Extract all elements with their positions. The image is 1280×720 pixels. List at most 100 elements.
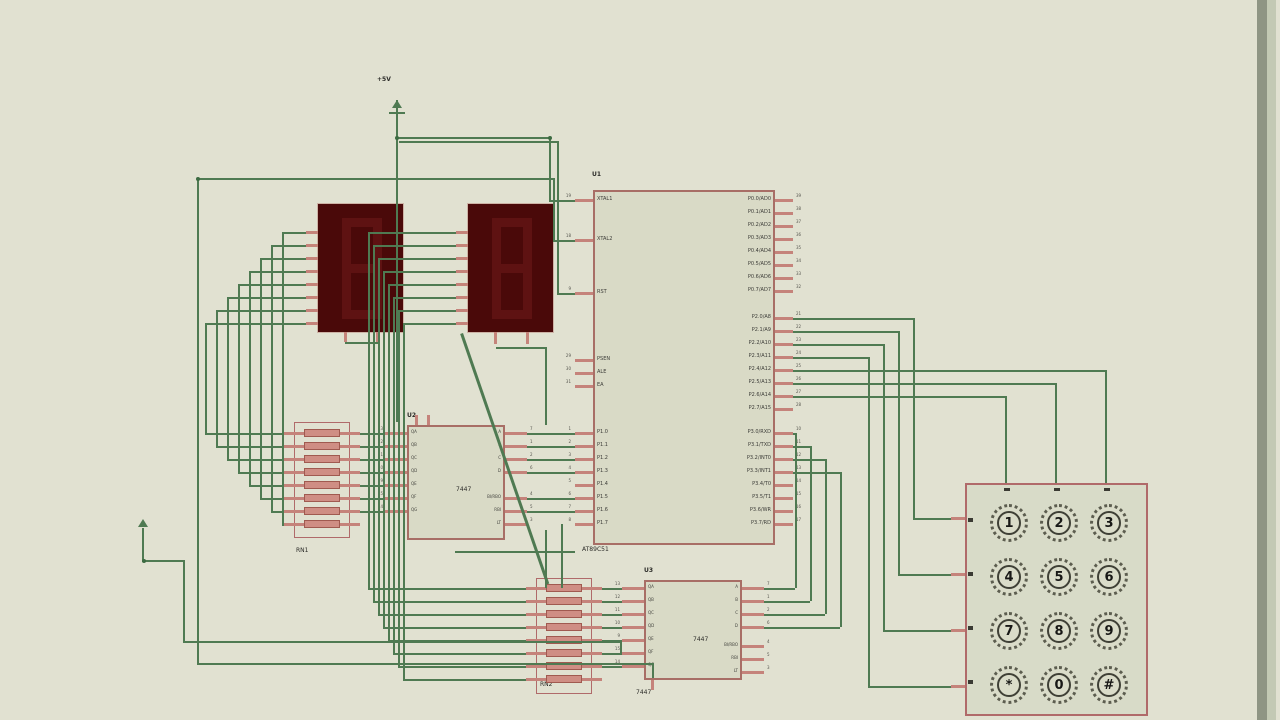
- decoder-1-body[interactable]: [407, 425, 505, 540]
- keypad-key-7[interactable]: 7: [990, 612, 1028, 650]
- wire: [764, 614, 825, 616]
- decoder-2-body[interactable]: [644, 580, 742, 680]
- resistor[interactable]: [546, 584, 582, 592]
- wire: [368, 588, 526, 590]
- resistor[interactable]: [304, 507, 340, 515]
- decoder-pin-number: 3: [530, 517, 533, 522]
- pin-stub: [385, 484, 407, 487]
- mcu-pin-number: 9: [568, 286, 571, 291]
- wire: [398, 310, 400, 666]
- wire: [793, 396, 1005, 398]
- mcu-pin-label: P2.0/A8: [751, 314, 771, 320]
- mcu-pin-number: 34: [796, 258, 802, 263]
- keypad-key-1[interactable]: 1: [990, 504, 1028, 542]
- wire: [403, 679, 526, 681]
- keypad-row-marker: [968, 572, 973, 576]
- keypad-column-marker: [1104, 488, 1110, 491]
- pin-stub: [775, 330, 793, 333]
- mcu-pin-label: P1.5: [597, 494, 608, 500]
- resistor[interactable]: [304, 468, 340, 476]
- pin-stub: [575, 385, 593, 388]
- resistor[interactable]: [546, 610, 582, 618]
- pin-stub: [284, 471, 304, 474]
- window-edge-light-stripe[interactable]: [1267, 0, 1276, 720]
- keypad-key-star[interactable]: *: [990, 666, 1028, 704]
- mcu-pin-number: 23: [796, 337, 802, 342]
- wire: [238, 284, 306, 286]
- decoder-2-ref: U3: [644, 567, 654, 574]
- mcu-pin-label: P2.4/A12: [748, 366, 771, 372]
- pin-stub: [582, 665, 602, 668]
- resistor[interactable]: [546, 675, 582, 683]
- mcu-pin-number: 37: [796, 219, 802, 224]
- keypad-key-8[interactable]: 8: [1040, 612, 1078, 650]
- keypad-key-5[interactable]: 5: [1040, 558, 1078, 596]
- pin-stub: [340, 484, 360, 487]
- keypad-key-9[interactable]: 9: [1090, 612, 1128, 650]
- resistor[interactable]: [546, 649, 582, 657]
- pin-stub: [284, 432, 304, 435]
- pin-stub: [306, 257, 318, 260]
- resistor[interactable]: [304, 455, 340, 463]
- wire: [360, 511, 385, 513]
- resistor[interactable]: [304, 429, 340, 437]
- wire: [652, 663, 654, 678]
- mcu-pin-number: 30: [565, 366, 571, 371]
- pin-stub: [622, 587, 644, 590]
- resistor[interactable]: [546, 597, 582, 605]
- resistor[interactable]: [304, 481, 340, 489]
- resistor[interactable]: [546, 636, 582, 644]
- keypad-key-hash[interactable]: #: [1090, 666, 1128, 704]
- pin-stub: [284, 458, 304, 461]
- pin-stub: [505, 471, 527, 474]
- wire: [360, 472, 385, 474]
- resistor[interactable]: [304, 520, 340, 528]
- pin-stub: [775, 395, 793, 398]
- keypad-key-label: 6: [1097, 565, 1121, 589]
- pin-stub: [385, 445, 407, 448]
- pin-stub: [306, 296, 318, 299]
- pin-stub: [340, 497, 360, 500]
- keypad-key-3[interactable]: 3: [1090, 504, 1128, 542]
- resistor[interactable]: [304, 494, 340, 502]
- pin-stub: [575, 199, 593, 202]
- mcu-body[interactable]: [593, 190, 775, 545]
- wire: [399, 141, 557, 143]
- pin-stub: [622, 652, 644, 655]
- mcu-pin-label: P2.6/A14: [748, 392, 771, 398]
- resistor[interactable]: [546, 623, 582, 631]
- decoder-pin-number: 15: [377, 491, 383, 496]
- wire: [527, 472, 575, 474]
- pin-stub: [526, 600, 546, 603]
- mcu-pin-label: XTAL2: [597, 236, 613, 242]
- pin-stub: [575, 372, 593, 375]
- wire: [373, 245, 375, 601]
- mcu-pin-number: 18: [565, 233, 571, 238]
- mcu-pin-label: P0.3/AD3: [747, 235, 771, 241]
- mcu-pin-number: 2: [568, 439, 571, 444]
- mcu-pin-number: 25: [796, 363, 802, 368]
- respack-1-frame[interactable]: [294, 422, 350, 538]
- mcu-pin-number: 5: [568, 478, 571, 483]
- pin-stub: [575, 359, 593, 362]
- pin-stub: [575, 484, 593, 487]
- keypad-column-marker: [1054, 488, 1060, 491]
- keypad-key-0[interactable]: 0: [1040, 666, 1078, 704]
- mcu-pin-number: 31: [565, 379, 571, 384]
- mcu-pin-number: 28: [796, 402, 802, 407]
- keypad-key-2[interactable]: 2: [1040, 504, 1078, 542]
- mcu-pin-number: 38: [796, 206, 802, 211]
- pin-stub: [306, 244, 318, 247]
- resistor[interactable]: [546, 662, 582, 670]
- wire: [898, 574, 951, 576]
- decoder-2-value-below: 7447: [636, 689, 652, 696]
- keypad-key-6[interactable]: 6: [1090, 558, 1128, 596]
- mcu-pin-label: P0.1/AD1: [747, 209, 771, 215]
- keypad-key-4[interactable]: 4: [990, 558, 1028, 596]
- keypad-row-marker: [968, 680, 973, 684]
- respack-2-frame[interactable]: [536, 578, 592, 694]
- pin-stub: [306, 309, 318, 312]
- resistor[interactable]: [304, 442, 340, 450]
- keypad-key-label: 7: [997, 619, 1021, 643]
